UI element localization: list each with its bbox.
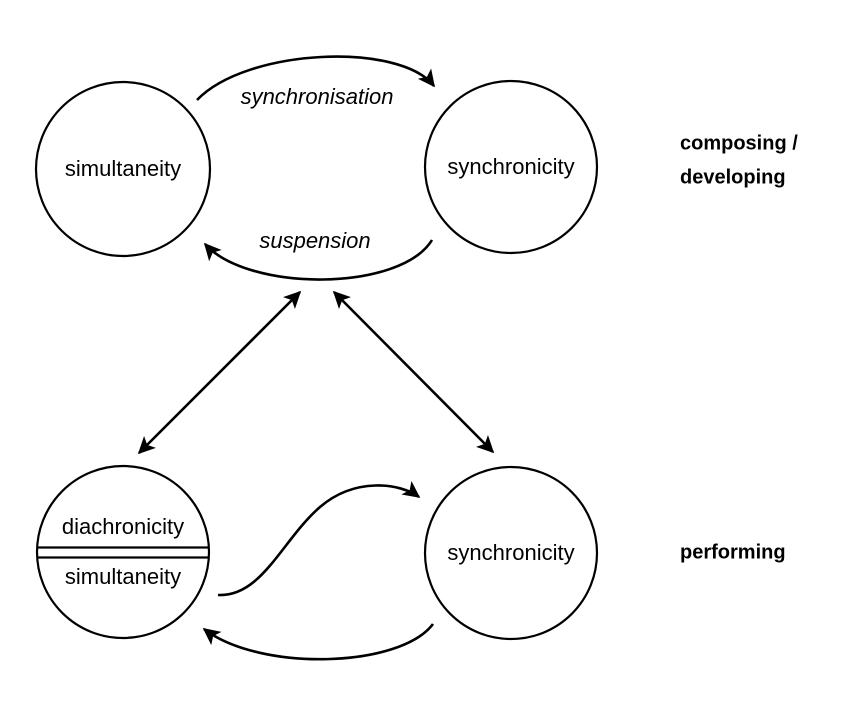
group-label-composing-developing: composing / developing bbox=[680, 132, 798, 188]
group-label-performing-line1: performing bbox=[680, 541, 786, 563]
node-top-left[interactable]: simultaneity bbox=[34, 80, 212, 258]
edge-label-synchronisation: synchronisation bbox=[241, 84, 394, 109]
node-bottom-right-label: synchronicity bbox=[447, 540, 574, 565]
edge-bottom-forward-path bbox=[217, 480, 421, 597]
node-bottom-right[interactable]: synchronicity bbox=[423, 465, 599, 641]
edge-left-diagonal-path bbox=[137, 290, 302, 455]
edge-bottom-return bbox=[202, 623, 435, 661]
edge-right-diagonal-path bbox=[332, 290, 495, 454]
edge-right-diagonal bbox=[332, 290, 495, 454]
edge-label-suspension: suspension bbox=[259, 228, 370, 253]
node-bottom-left-label-top: diachronicity bbox=[62, 514, 184, 539]
node-top-left-circle[interactable] bbox=[34, 80, 212, 258]
node-top-right[interactable]: synchronicity bbox=[423, 79, 599, 255]
edge-bottom-forward bbox=[217, 480, 421, 597]
node-top-right-circle[interactable] bbox=[423, 79, 599, 255]
node-top-left-label: simultaneity bbox=[65, 156, 181, 181]
edge-synchronisation bbox=[196, 55, 436, 101]
node-bottom-right-circle[interactable] bbox=[423, 465, 599, 641]
edge-suspension-path bbox=[203, 239, 434, 281]
group-label-composing-line1: composing / bbox=[680, 132, 798, 154]
group-label-composing-line2: developing bbox=[680, 166, 786, 188]
node-bottom-left-label-bottom: simultaneity bbox=[65, 564, 181, 589]
edge-suspension bbox=[203, 239, 434, 281]
edge-synchronisation-path bbox=[196, 55, 436, 101]
edge-bottom-return-path bbox=[202, 623, 435, 661]
group-label-performing: performing bbox=[680, 541, 786, 563]
node-top-right-label: synchronicity bbox=[447, 154, 574, 179]
node-bottom-left-circle[interactable] bbox=[35, 464, 211, 640]
node-bottom-left[interactable]: diachronicity simultaneity bbox=[35, 464, 211, 640]
edge-left-diagonal bbox=[137, 290, 302, 455]
